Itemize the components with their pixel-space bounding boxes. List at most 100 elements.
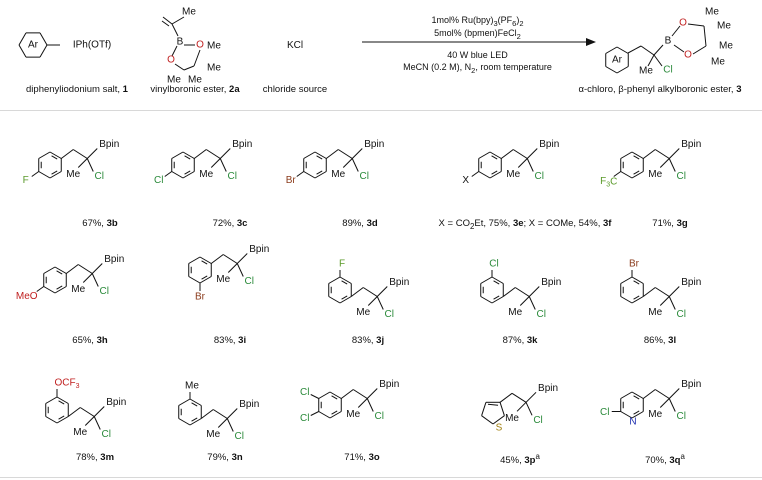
sub-3n-bpin-bond bbox=[226, 408, 238, 419]
sub-3p-bond bbox=[492, 415, 505, 425]
sub-3c-me-bond bbox=[210, 158, 221, 168]
sub-3o-bpin: Bpin bbox=[379, 379, 399, 390]
sub-3m-double bbox=[58, 400, 65, 405]
sub-3j-bond bbox=[328, 296, 341, 304]
sub-3p-bpin-bond bbox=[525, 391, 537, 403]
sub-3q-bond bbox=[631, 411, 644, 419]
sub-3k-bpin-bond bbox=[528, 286, 540, 297]
sub-3g-bond bbox=[620, 151, 633, 159]
sub-3b-ch2 bbox=[60, 149, 74, 159]
sub-3q-cl-bond bbox=[668, 398, 676, 412]
product-bond bbox=[605, 66, 618, 74]
sub-3p-cl: Cl bbox=[533, 415, 542, 426]
sub-3m-double bbox=[58, 415, 65, 420]
sub-3g-bpin-bond bbox=[668, 148, 680, 159]
product-bo1 bbox=[671, 25, 681, 37]
sub-3i-cl-bond bbox=[236, 263, 244, 277]
sub-3i-bpin: Bpin bbox=[249, 244, 269, 255]
sub-3e-bond bbox=[489, 151, 502, 159]
sub-3k-bond bbox=[491, 276, 504, 284]
sub-3b-bond bbox=[38, 171, 51, 179]
sub-3q-cl: Cl bbox=[600, 407, 609, 418]
sub-3c-sub-bond bbox=[164, 171, 173, 177]
divider-bottom bbox=[0, 477, 762, 478]
sub-3i-double bbox=[201, 260, 208, 265]
vinyl-b-bond bbox=[171, 23, 179, 37]
sub-3q-bond bbox=[620, 411, 633, 419]
sub-3b-double bbox=[51, 155, 58, 160]
sub-3j-ch2 bbox=[350, 287, 364, 297]
sub-3h-cl: Cl bbox=[100, 286, 109, 297]
sub-3q-n: N bbox=[629, 417, 636, 428]
sub-3m-sub: OCF3 bbox=[54, 378, 79, 390]
sub-3g-sub-bond bbox=[613, 171, 622, 177]
sub-3c-sub: Cl bbox=[154, 175, 163, 186]
vinyl-b: B bbox=[177, 37, 184, 48]
sub-3g-double bbox=[633, 155, 640, 160]
sub-3b-bpin: Bpin bbox=[99, 139, 119, 150]
sub-3h-me-bond bbox=[82, 273, 93, 283]
sub-3p-me: Me bbox=[505, 413, 519, 424]
sub-3e-bpin-bond bbox=[526, 148, 538, 159]
sub-3j-bond bbox=[339, 296, 352, 304]
sub-3e-cl-bond bbox=[526, 158, 534, 172]
sub-3i-bpin-bond bbox=[236, 253, 248, 264]
sub-3l-ch2 bbox=[642, 287, 656, 297]
sub-3i-sub: Br bbox=[195, 292, 206, 303]
sub-3e-bpin: Bpin bbox=[539, 139, 559, 150]
sub-3j-bpin-bond bbox=[376, 286, 388, 297]
product-b-bond bbox=[653, 44, 664, 56]
sub-3m-me-bond bbox=[84, 416, 95, 426]
sub-3o-bpin-bond bbox=[366, 388, 378, 399]
sub-3n-me-bond bbox=[217, 418, 228, 428]
sub-3d-double bbox=[316, 170, 323, 175]
sub-3e-sub-bond bbox=[471, 171, 480, 177]
sub-3h-me: Me bbox=[71, 284, 85, 295]
sub-3n-bond bbox=[189, 398, 202, 406]
sub-3l-bond bbox=[631, 296, 644, 304]
sub-3k-me: Me bbox=[508, 307, 522, 318]
reagent1-bond bbox=[18, 32, 27, 46]
sub-3p-s: S bbox=[496, 423, 503, 434]
sub-3m-bond bbox=[45, 416, 58, 424]
sub-3p-bond bbox=[481, 415, 494, 425]
sub-3d-bond bbox=[314, 171, 327, 179]
product-me4: Me bbox=[711, 57, 725, 68]
sub-3g-bpin: Bpin bbox=[681, 139, 701, 150]
product-bo2 bbox=[673, 44, 685, 53]
sub-3k-ch2 bbox=[502, 287, 516, 297]
sub-3n-cl: Cl bbox=[235, 431, 244, 442]
sub-3e-double bbox=[491, 155, 498, 160]
product-b: B bbox=[665, 36, 672, 47]
sub-3d-ch2 bbox=[325, 149, 339, 159]
condition-catalyst: 1mol% Ru(bpy)3(PF6)2 bbox=[431, 15, 524, 28]
product-me: Me bbox=[639, 66, 653, 77]
sub-3g-bond bbox=[631, 151, 644, 159]
sub-3i-bond bbox=[199, 276, 212, 284]
sub-3n-bond bbox=[178, 398, 191, 406]
sub-3o-cl: Cl bbox=[375, 411, 384, 422]
sub-3h-sub-bond bbox=[36, 286, 45, 292]
reagent-2a-label: vinylboronic ester, 2a bbox=[150, 84, 240, 95]
sub-3k-bpin: Bpin bbox=[541, 277, 561, 288]
sub-3c-double bbox=[184, 155, 191, 160]
sub-3b-double bbox=[51, 170, 58, 175]
sub-3l-bond bbox=[620, 296, 633, 304]
sub-3g-bond bbox=[631, 171, 644, 179]
sub-3p-double bbox=[487, 403, 499, 406]
sub-3p-bond bbox=[499, 402, 505, 416]
sub-3q-cc bbox=[654, 389, 670, 399]
sub-3b-bond bbox=[49, 171, 62, 179]
sub-3k-double bbox=[493, 295, 500, 300]
sub-3q-bond bbox=[620, 391, 633, 399]
sub-3m-cl-bond bbox=[93, 416, 101, 430]
sub-3b-me: Me bbox=[66, 169, 80, 180]
reagent1-group: IPh(OTf) bbox=[73, 40, 111, 51]
product-cl-bond bbox=[653, 54, 663, 67]
sub-3o-cc bbox=[352, 389, 368, 399]
vinyl-me: Me bbox=[182, 7, 196, 18]
sub-3c-ch2 bbox=[193, 149, 207, 159]
sub-3e-me: Me bbox=[506, 169, 520, 180]
sub-3p-ch2 bbox=[499, 392, 513, 403]
sub-3i-bond bbox=[188, 276, 201, 284]
